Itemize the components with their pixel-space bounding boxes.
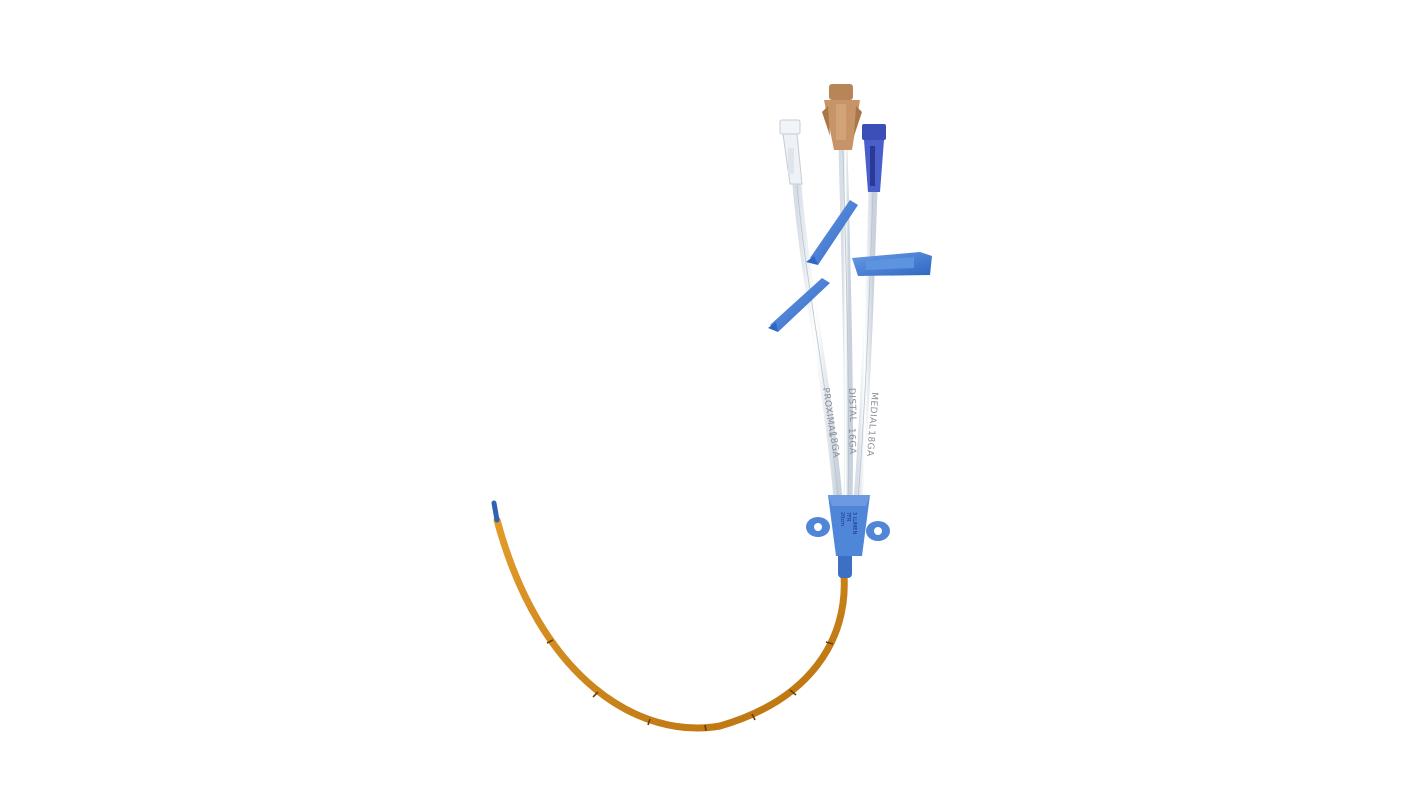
depth-markings <box>546 639 834 732</box>
lumen-gauge-medial: 18GA <box>864 430 876 458</box>
lumen-label-medial: MEDIAL <box>866 392 879 430</box>
lumen-gauge-distal: 16GA <box>846 428 857 455</box>
catheter-tip <box>491 500 500 523</box>
luer-hub-distal <box>822 84 862 150</box>
catheter-body <box>493 516 848 732</box>
clamp-proximal <box>768 278 830 332</box>
catheter-hub <box>806 495 890 556</box>
luer-hub-proximal <box>779 119 803 185</box>
lumen-label-distal: DISTAL <box>846 388 857 423</box>
strain-relief <box>838 552 852 578</box>
lumen-gauge-proximal: 18GA <box>827 431 841 459</box>
hub-label-line-1: 7FR <box>845 512 851 522</box>
hub-label-line-3: 3 LUMEN <box>851 512 857 534</box>
clamp-medial <box>852 252 932 276</box>
luer-hub-medial <box>862 124 886 192</box>
clamp-distal <box>806 200 858 265</box>
hub-label-line-2: 20cm <box>839 512 845 526</box>
lumen-label-proximal: PROXIMAL <box>820 387 837 438</box>
